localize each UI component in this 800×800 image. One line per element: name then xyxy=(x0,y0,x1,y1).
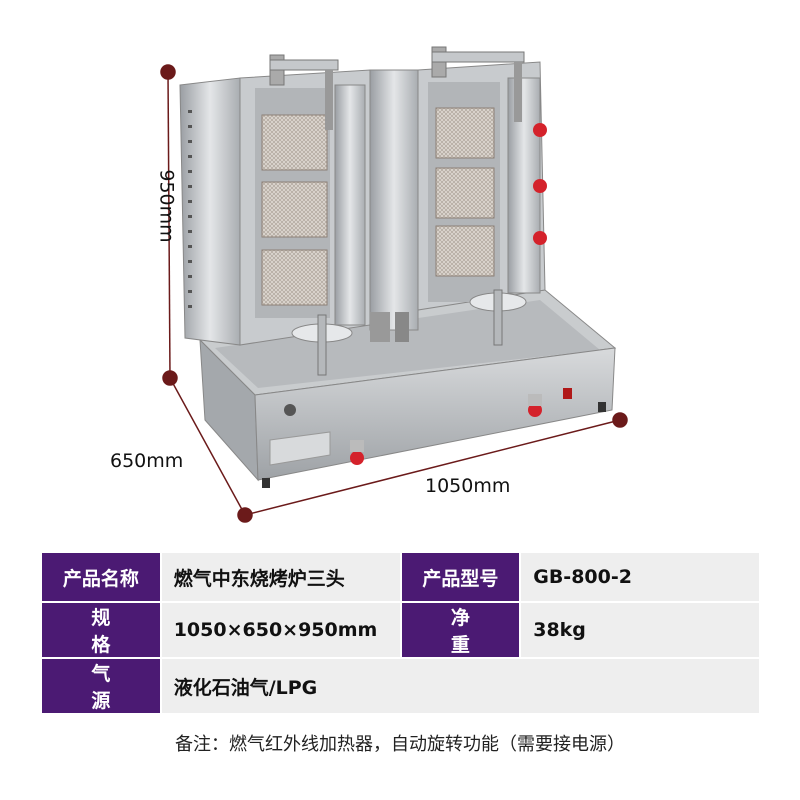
size-value: 1050×650×950mm xyxy=(160,602,401,658)
dimension-lines xyxy=(160,64,628,523)
product-model-value: GB-800-2 xyxy=(520,552,760,602)
middle-panel xyxy=(369,69,419,342)
table-row: 气源 液化石油气/LPG xyxy=(41,658,760,714)
width-dimension-label: 1050mm xyxy=(425,475,511,497)
note-text: 备注：燃气红外线加热器，自动旋转功能（需要接电源） xyxy=(175,734,625,755)
weight-label: 净重 xyxy=(400,602,521,658)
dim-point xyxy=(237,507,253,523)
table-row: 产品名称 燃气中东烧烤炉三头 产品型号 GB-800-2 xyxy=(41,552,760,602)
depth-dimension-label: 650mm xyxy=(110,450,184,472)
knob-icon xyxy=(533,179,547,193)
size-label: 规格 xyxy=(41,602,161,658)
dim-point xyxy=(162,370,178,386)
spec-table: 产品名称 燃气中东烧烤炉三头 产品型号 GB-800-2 规格 1050×650… xyxy=(40,551,761,715)
table-row: 规格 1050×650×950mm 净重 38kg xyxy=(41,602,760,658)
knob-icon xyxy=(533,231,547,245)
product-name-value: 燃气中东烧烤炉三头 xyxy=(160,552,401,602)
left-burner-tower xyxy=(179,54,385,376)
height-dimension-label: 950mm xyxy=(155,169,178,243)
gas-source-label: 气源 xyxy=(41,658,161,714)
knob-icon xyxy=(533,123,547,137)
product-model-label: 产品型号 xyxy=(400,552,521,602)
weight-value: 38kg xyxy=(520,602,760,658)
dim-point xyxy=(612,412,628,428)
right-burner-tower xyxy=(417,46,547,346)
gas-source-value: 液化石油气/LPG xyxy=(160,658,760,714)
base-tray xyxy=(198,289,617,488)
product-illustration xyxy=(160,46,628,523)
product-name-label: 产品名称 xyxy=(41,552,161,602)
knob-icon xyxy=(350,451,364,465)
dim-point xyxy=(160,64,176,80)
knob-icon xyxy=(528,403,542,417)
